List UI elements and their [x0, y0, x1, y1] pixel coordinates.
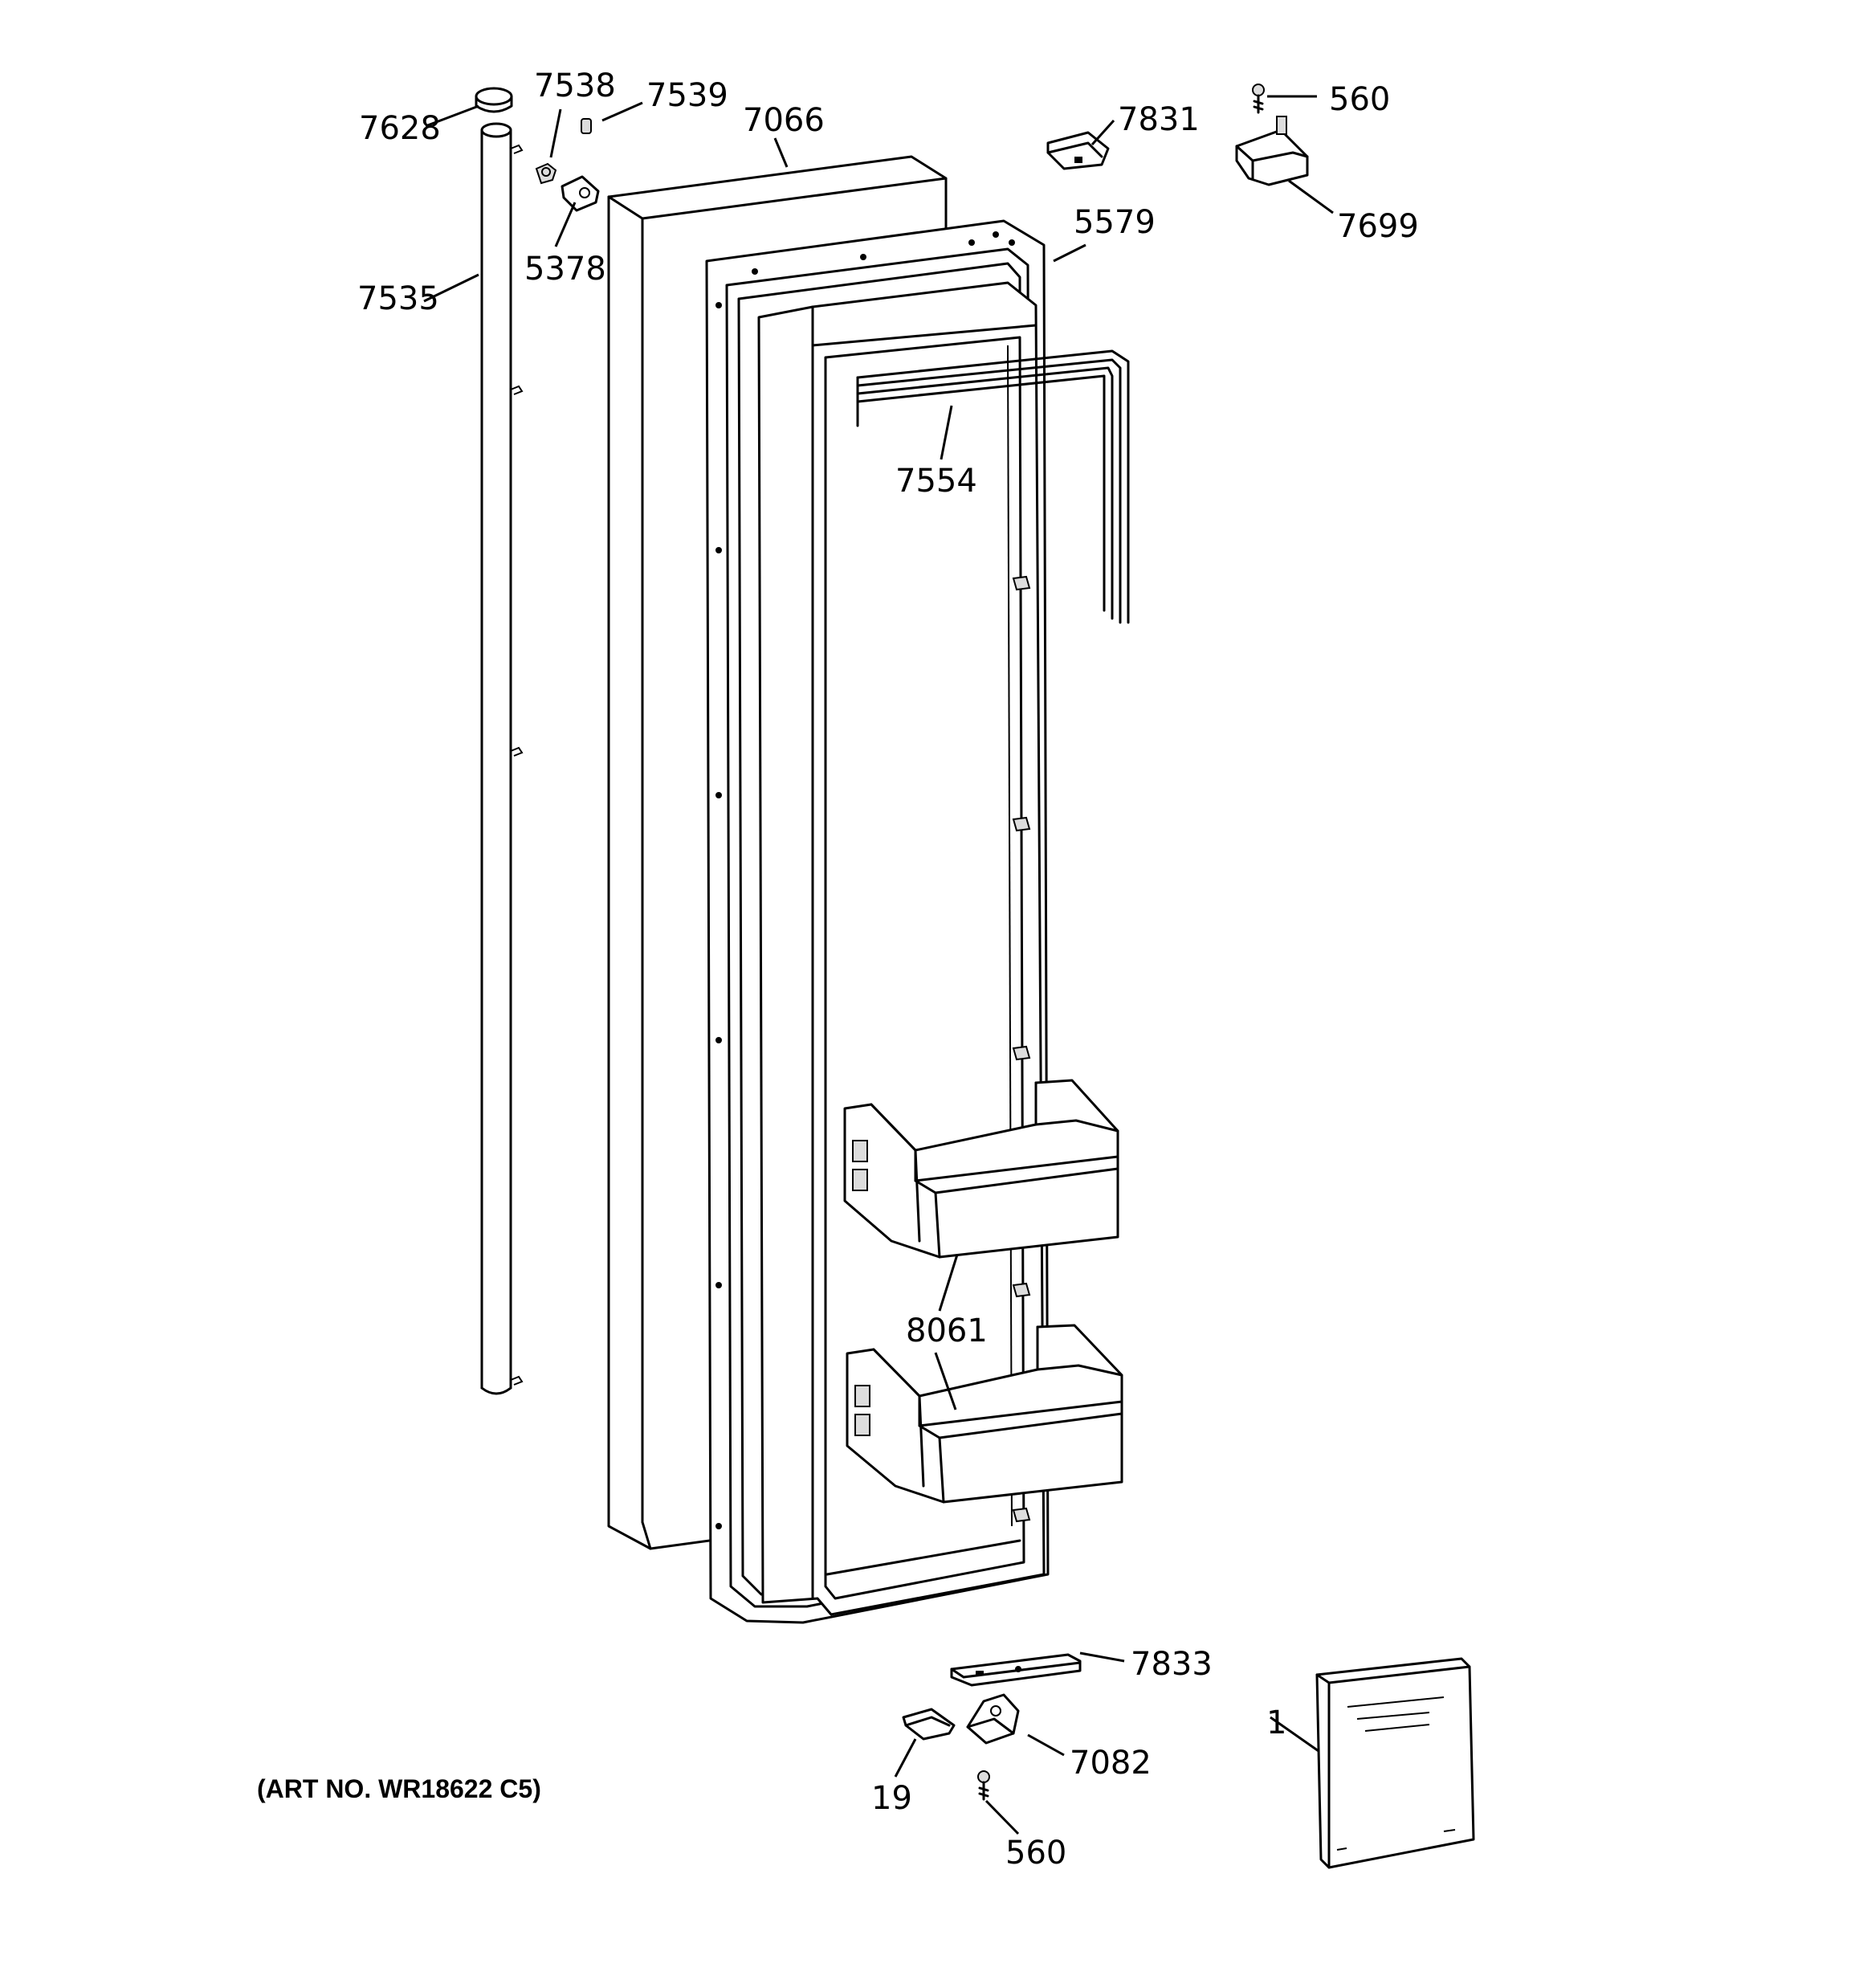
- label-7538: 7538: [534, 67, 616, 104]
- label-7699: 7699: [1337, 208, 1419, 245]
- label-19: 19: [871, 1780, 912, 1817]
- shelf-bin-8061-upper: [843, 1079, 1119, 1259]
- screw-560-bottom: [977, 1770, 990, 1801]
- hinge-7699: [1235, 116, 1309, 186]
- label-7082: 7082: [1070, 1745, 1152, 1782]
- label-8061: 8061: [906, 1312, 988, 1349]
- manual-booklet-1: [1315, 1657, 1475, 1869]
- label-7535: 7535: [357, 280, 439, 317]
- label-5378: 5378: [524, 251, 606, 288]
- label-7831: 7831: [1118, 101, 1200, 138]
- label-7554: 7554: [895, 463, 977, 500]
- label-7628: 7628: [359, 110, 441, 147]
- shelf-bin-8061-lower: [846, 1324, 1123, 1504]
- clip-19: [902, 1708, 956, 1741]
- hinge-7082: [966, 1693, 1020, 1745]
- label-7833: 7833: [1131, 1646, 1213, 1683]
- screw-7538: [535, 162, 557, 185]
- gasket-7554: [856, 349, 1130, 624]
- bottom-strip-7833: [950, 1653, 1082, 1687]
- tube-7535: [480, 122, 524, 1395]
- label-7539: 7539: [646, 77, 728, 114]
- inner-cavity: [757, 281, 1046, 1616]
- label-7066: 7066: [743, 102, 825, 139]
- label-560-top: 560: [1329, 81, 1390, 118]
- leader-lines: [423, 95, 1334, 1835]
- part-labels: 7628 7538 7539 7066 7831 560 7699 5579 5…: [357, 67, 1419, 1872]
- label-1: 1: [1266, 1704, 1286, 1741]
- bracket-5378: [561, 175, 600, 212]
- screw-560-top: [1252, 84, 1265, 114]
- hinge-cap-7831: [1046, 131, 1110, 170]
- art-number-caption: (ART NO. WR18622 C5): [257, 1774, 541, 1803]
- plug-7539: [581, 118, 592, 134]
- label-5579: 5579: [1074, 204, 1156, 241]
- label-560-bottom: 560: [1005, 1835, 1066, 1872]
- cap-7628: [475, 87, 513, 113]
